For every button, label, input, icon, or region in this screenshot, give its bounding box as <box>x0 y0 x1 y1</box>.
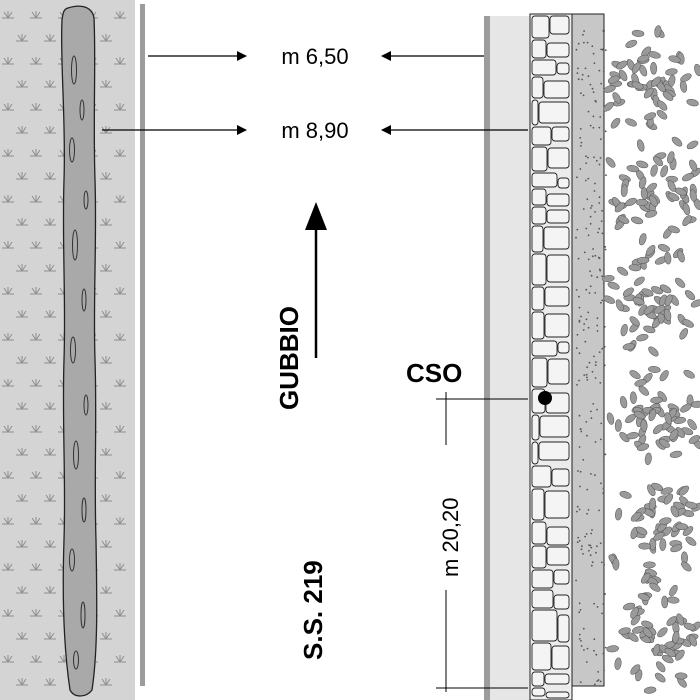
station-label: CSO <box>406 358 462 388</box>
direction-label: GUBBIO <box>274 306 304 410</box>
width-label-upper: m 6,50 <box>281 44 348 69</box>
width-label-lower: m 8,90 <box>281 118 348 143</box>
left-planter-strip <box>60 5 98 697</box>
hedge-foliage <box>575 25 700 694</box>
station-point <box>538 391 552 405</box>
left-curb-line <box>140 4 145 686</box>
road-label: S.S. 219 <box>298 560 328 660</box>
distance-label: m 20,20 <box>438 498 463 578</box>
direction-arrow <box>305 202 327 358</box>
right-sidewalk <box>484 16 530 700</box>
station-dimension <box>436 392 528 692</box>
right-stone-wall <box>529 13 605 700</box>
